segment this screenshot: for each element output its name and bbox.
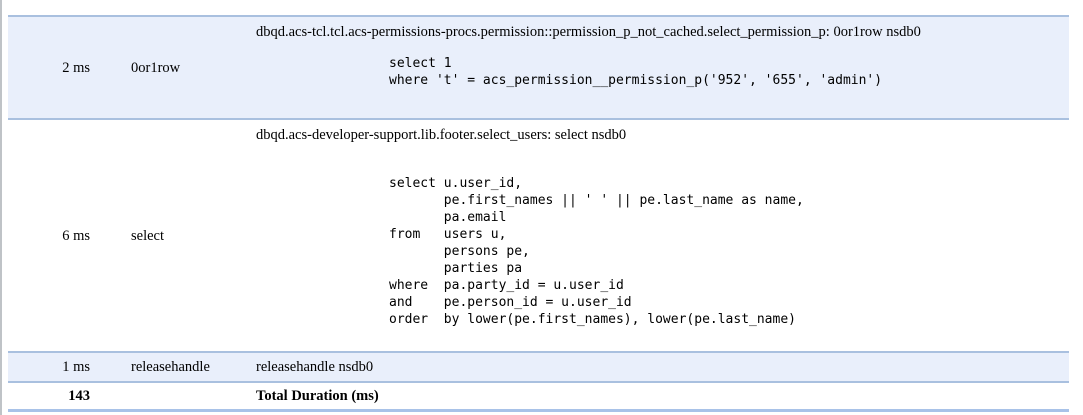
query-command: releasehandle (131, 359, 210, 375)
query-command: select (131, 227, 165, 244)
total-spacer-cell (98, 382, 246, 411)
query-cell: dbqd.acs-tcl.tcl.acs-permissions-procs.p… (246, 16, 1069, 119)
query-command: 0or1row (131, 59, 181, 76)
query-cell: dbqd.acs-developer-support.lib.footer.se… (246, 119, 1069, 352)
query-sql: select 1 where 't' = acs_permission__per… (389, 56, 883, 88)
query-title: releasehandle nsdb0 (256, 359, 374, 375)
query-duration: 1 ms (62, 359, 90, 375)
query-duration: 6 ms (62, 227, 90, 244)
total-duration-label: Total Duration (ms) (256, 388, 379, 404)
query-duration: 2 ms (62, 59, 90, 76)
query-row: 2 ms 0or1row dbqd.acs-tcl.tcl.acs-permis… (8, 16, 1069, 119)
query-cell: releasehandle nsdb0 (246, 352, 1069, 382)
query-sql: select u.user_id, pe.first_names || ' ' … (389, 176, 804, 327)
query-row: 1 ms releasehandle releasehandle nsdb0 (8, 352, 1069, 382)
query-log-table: 2 ms 0or1row dbqd.acs-tcl.tcl.acs-permis… (8, 15, 1069, 412)
query-title: dbqd.acs-tcl.tcl.acs-permissions-procs.p… (256, 24, 921, 40)
query-row: 6 ms select dbqd.acs-developer-support.l… (8, 119, 1069, 352)
query-title: dbqd.acs-developer-support.lib.footer.se… (256, 127, 627, 143)
total-duration-value: 143 (68, 388, 90, 404)
window-frame-edge (0, 0, 2, 415)
total-duration-row: 143 Total Duration (ms) (8, 382, 1069, 411)
